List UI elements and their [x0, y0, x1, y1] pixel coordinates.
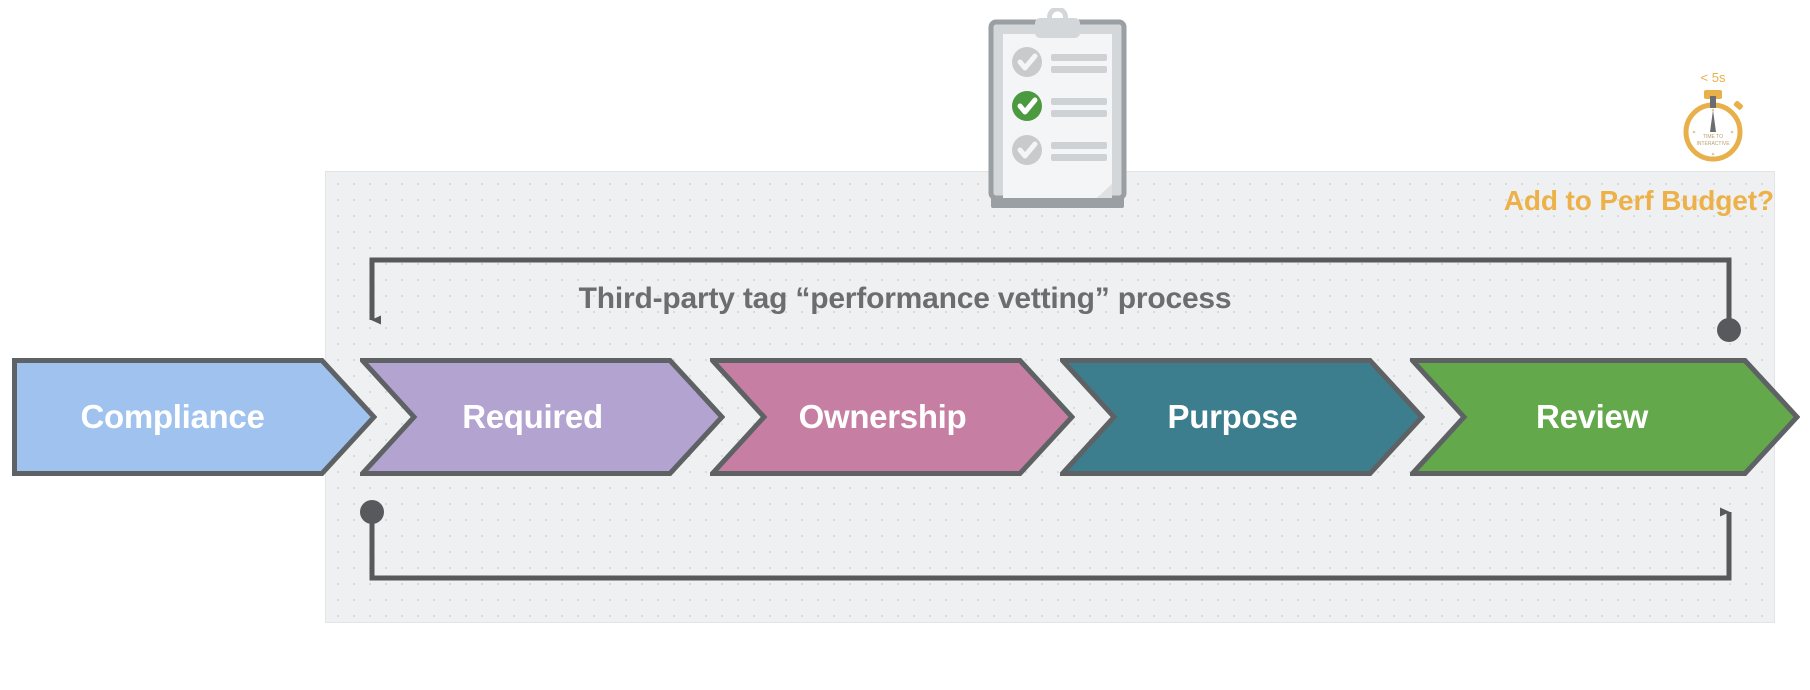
chevron-shape-required: [360, 358, 725, 476]
flow-step-label: Compliance: [80, 398, 265, 435]
stopwatch-face-line2: INTERACTIVE: [1696, 141, 1730, 147]
chevron-shape-ownership: [710, 358, 1075, 476]
chevron-shape-review: [1410, 358, 1800, 476]
flow-step-compliance[interactable]: Compliance: [12, 358, 377, 476]
flow-step-review[interactable]: Review: [1410, 358, 1800, 476]
flow-step-label: Ownership: [798, 398, 967, 435]
flow-step-required[interactable]: Required: [360, 358, 725, 476]
flow-step-label: Required: [462, 398, 603, 435]
clipboard-clip: [1035, 18, 1080, 38]
chevron-shape-purpose: [1060, 358, 1425, 476]
flow-step-ownership[interactable]: Ownership: [710, 358, 1075, 476]
process-title: Third-party tag “performance vetting” pr…: [578, 282, 1232, 315]
clipboard-clip-ring: [1047, 8, 1068, 28]
stopwatch-crown: [1704, 90, 1722, 99]
add-to-perf-budget-label: Add to Perf Budget?: [1503, 185, 1774, 216]
stopwatch-face-line1: TIME TO: [1703, 134, 1723, 140]
stopwatch-icon: < 5s TIME TO INTERACTIVE: [1668, 70, 1758, 170]
stopwatch-hand: [1710, 110, 1716, 132]
flow-step-label: Purpose: [1167, 398, 1298, 435]
flow-step-purpose[interactable]: Purpose: [1060, 358, 1425, 476]
stopwatch-threshold-label: < 5s: [1701, 70, 1726, 85]
process-flow: Compliance Required Ownership: [0, 358, 1810, 476]
chevron-shape-compliance: [12, 358, 377, 476]
clipboard-checklist-icon: [985, 8, 1130, 223]
flow-step-label: Review: [1536, 398, 1648, 435]
